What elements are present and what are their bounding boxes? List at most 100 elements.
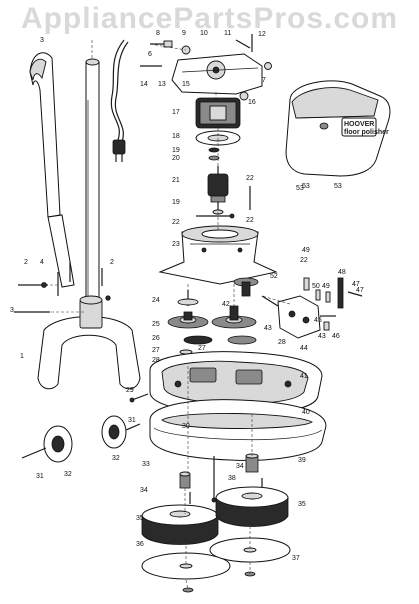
callout-label: 44 [300, 345, 308, 352]
callout-label: 18 [172, 133, 180, 140]
armature [207, 166, 229, 215]
callout-label: 36 [136, 541, 144, 548]
handle-straight-tube [85, 58, 100, 316]
switch-assembly [261, 295, 336, 339]
callout-label: 27 [152, 347, 160, 354]
callout-label: 31 [128, 417, 136, 424]
switch-parts-small [303, 277, 363, 331]
callout-label: 45 [314, 317, 322, 324]
callout-label: 25 [152, 321, 160, 328]
callout-label: 17 [172, 109, 180, 116]
callout-label: 48 [338, 269, 346, 276]
callout-label: 3 [40, 37, 44, 44]
polishing-pads-36 [141, 537, 291, 580]
callout-label: 43 [264, 325, 272, 332]
callout-label: 23 [172, 241, 180, 248]
callout-label: 8 [156, 30, 160, 37]
bearing-washers [208, 147, 220, 161]
callout-label: 33 [142, 461, 150, 468]
callout-label: 4 [40, 259, 44, 266]
callout-label: 21 [172, 177, 180, 184]
callout-label: 47 [352, 281, 360, 288]
hood-brand-line2: floor polisher [344, 129, 389, 136]
callout-label: 37 [292, 555, 300, 562]
callout-label: 1 [20, 353, 24, 360]
callout-label: 19 [172, 147, 180, 154]
callout-label: 35 [298, 501, 306, 508]
handle-upper-bent-tube [29, 52, 61, 218]
callout-labels: 3 8 9 10 11 12 6 14 13 15 16 7 17 18 19 … [10, 30, 364, 562]
callout-label: 53 [302, 183, 310, 190]
hood-brand-line1: HOOVER [344, 121, 374, 128]
motor-top-hardware [140, 34, 272, 101]
axle-pin-29 [129, 393, 149, 403]
gear-shaft-24 [177, 290, 199, 306]
handle-clamp-bracket [37, 295, 141, 390]
gear-26 [183, 335, 257, 345]
motor-housing [158, 225, 278, 285]
callout-label: 6 [148, 51, 152, 58]
callout-label: 47 [356, 287, 364, 294]
bumper-ring-40 [149, 399, 327, 461]
callout-label: 29 [126, 387, 134, 394]
power-cord [110, 39, 129, 162]
gear-42-right [211, 305, 257, 329]
armature-screws [196, 186, 251, 219]
motor-field-coil [195, 97, 241, 129]
callout-label: 52 [270, 273, 278, 280]
callout-label: 49 [302, 247, 310, 254]
callout-label: 9 [182, 30, 186, 37]
alignment-leaders [40, 43, 291, 591]
callout-label: 22 [172, 219, 180, 226]
callout-label: 34 [140, 487, 148, 494]
callout-label: 20 [172, 155, 180, 162]
brush-hub-38 [179, 453, 259, 489]
hood-cover: HOOVER floor polisher [285, 80, 391, 177]
motor-top-cover [171, 53, 263, 95]
callout-label: 11 [224, 30, 231, 37]
callout-label: 7 [262, 77, 266, 84]
callout-label: 38 [228, 475, 236, 482]
callout-label: 2 [110, 259, 114, 266]
callout-label: 16 [248, 99, 256, 106]
callout-label: 22 [300, 257, 308, 264]
drive-pinion-52 [233, 277, 259, 297]
handle-lower-tube [47, 214, 75, 288]
callout-label: 50 [312, 283, 320, 290]
callout-label: 40 [302, 409, 310, 416]
callout-label: 27 [198, 345, 206, 352]
callout-label: 15 [182, 81, 190, 88]
callout-label: 12 [258, 31, 266, 38]
callout-label: 32 [64, 471, 72, 478]
callout-label: 42 [222, 301, 230, 308]
callout-label: 13 [158, 81, 166, 88]
callout-label: 2 [24, 259, 28, 266]
callout-label: 43 [318, 333, 326, 340]
callout-label: 30 [182, 423, 190, 430]
brush-left-35 [141, 504, 219, 545]
brush-right-35 [215, 486, 289, 527]
callout-label: 3 [10, 307, 14, 314]
callout-label: 24 [152, 297, 160, 304]
callout-label: 46 [332, 333, 340, 340]
callout-label: 28 [152, 357, 160, 364]
brush-screws-34 [189, 456, 263, 504]
callout-label: 34 [236, 463, 244, 470]
callout-label: 35 [136, 515, 144, 522]
callout-label: 22 [246, 175, 254, 182]
callout-label: 26 [152, 335, 160, 342]
callout-label: 28 [278, 339, 286, 346]
wheel-left-32 [21, 425, 73, 463]
callout-label: 14 [140, 81, 148, 88]
callout-label: 19 [172, 199, 180, 206]
callout-label: 41 [300, 373, 308, 380]
callout-label: 39 [298, 457, 306, 464]
callout-label: 32 [112, 455, 120, 462]
callout-label: 22 [246, 217, 254, 224]
callout-label: 10 [200, 30, 208, 37]
callout-label: 49 [322, 283, 330, 290]
wheel-right-32 [101, 415, 141, 449]
callout-label: 53 [334, 183, 342, 190]
